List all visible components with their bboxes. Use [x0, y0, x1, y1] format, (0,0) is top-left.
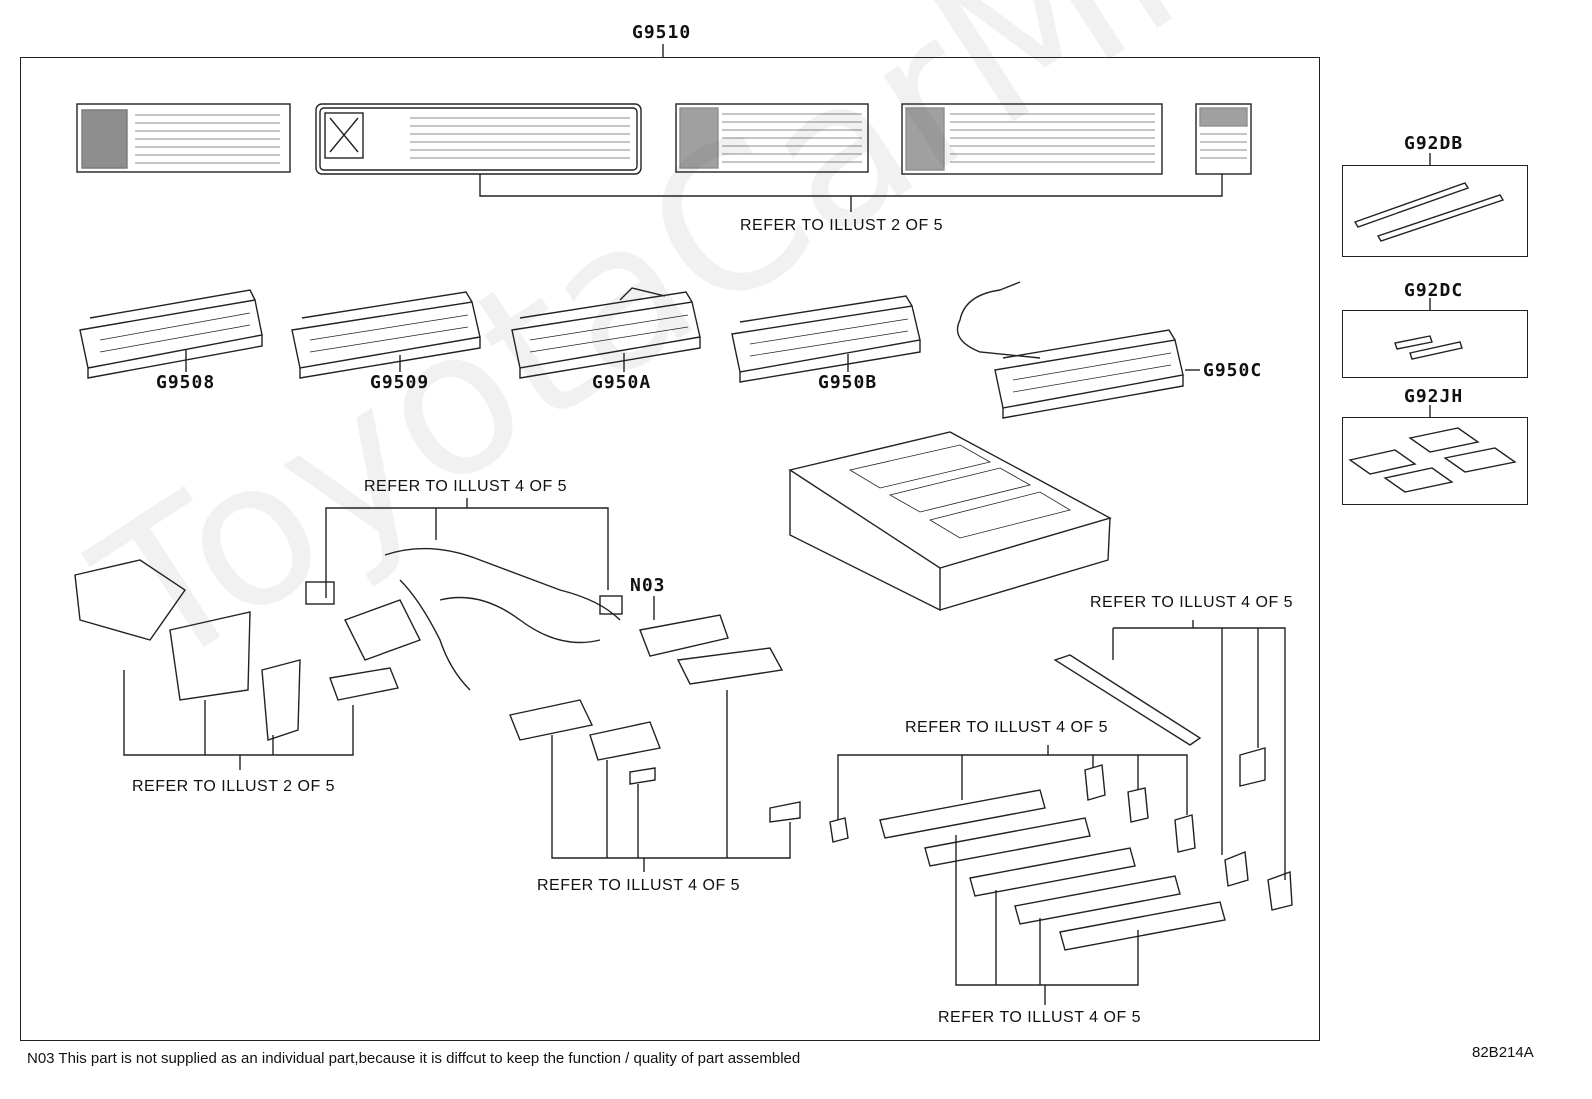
- side-code-bottom: G92JH: [1404, 386, 1464, 407]
- n03-label: N03: [630, 575, 666, 596]
- warning-label-4: [901, 103, 1163, 175]
- warning-label-5: [1195, 103, 1252, 175]
- side-frame-middle: [1342, 310, 1528, 378]
- warning-label-2: [315, 103, 642, 175]
- ref-rails: REFER TO ILLUST 4 OF 5: [905, 719, 1109, 736]
- ref-brackets: REFER TO ILLUST 4 OF 5: [537, 877, 741, 894]
- ref-ducts: REFER TO ILLUST 2 OF 5: [132, 778, 336, 795]
- diagram-id: 82B214A: [1472, 1044, 1534, 1061]
- duct-parts: [74, 559, 399, 770]
- main-code: G9510: [632, 22, 692, 43]
- side-frame-bottom: [1342, 417, 1528, 505]
- harness-group: [305, 498, 623, 691]
- battery-pack: [788, 431, 1112, 612]
- side-items: [1348, 153, 1517, 493]
- module-code-2: G9509: [370, 372, 430, 393]
- side-code-middle: G92DC: [1404, 280, 1464, 301]
- module-code-5: G950C: [1203, 360, 1263, 381]
- footnote: N03 This part is not supplied as an indi…: [27, 1050, 801, 1067]
- ref-labels: REFER TO ILLUST 2 OF 5: [740, 217, 944, 234]
- battery-modules: [79, 281, 1200, 419]
- ref-harness: REFER TO ILLUST 4 OF 5: [364, 478, 568, 495]
- ref-bar: REFER TO ILLUST 4 OF 5: [1090, 594, 1294, 611]
- warning-label-3: [675, 103, 869, 173]
- module-code-3: G950A: [592, 372, 652, 393]
- side-code-top: G92DB: [1404, 133, 1464, 154]
- side-frame-top: [1342, 165, 1528, 257]
- rail-parts: [829, 745, 1226, 1005]
- long-bar-parts: [1053, 620, 1293, 911]
- module-code-4: G950B: [818, 372, 878, 393]
- bracket-parts: [509, 690, 801, 872]
- module-code-1: G9508: [156, 372, 216, 393]
- ref-rails-bottom: REFER TO ILLUST 4 OF 5: [938, 1009, 1142, 1026]
- main-frame: [20, 57, 1320, 1041]
- warning-label-1: [76, 103, 291, 173]
- n03-component: [639, 596, 784, 685]
